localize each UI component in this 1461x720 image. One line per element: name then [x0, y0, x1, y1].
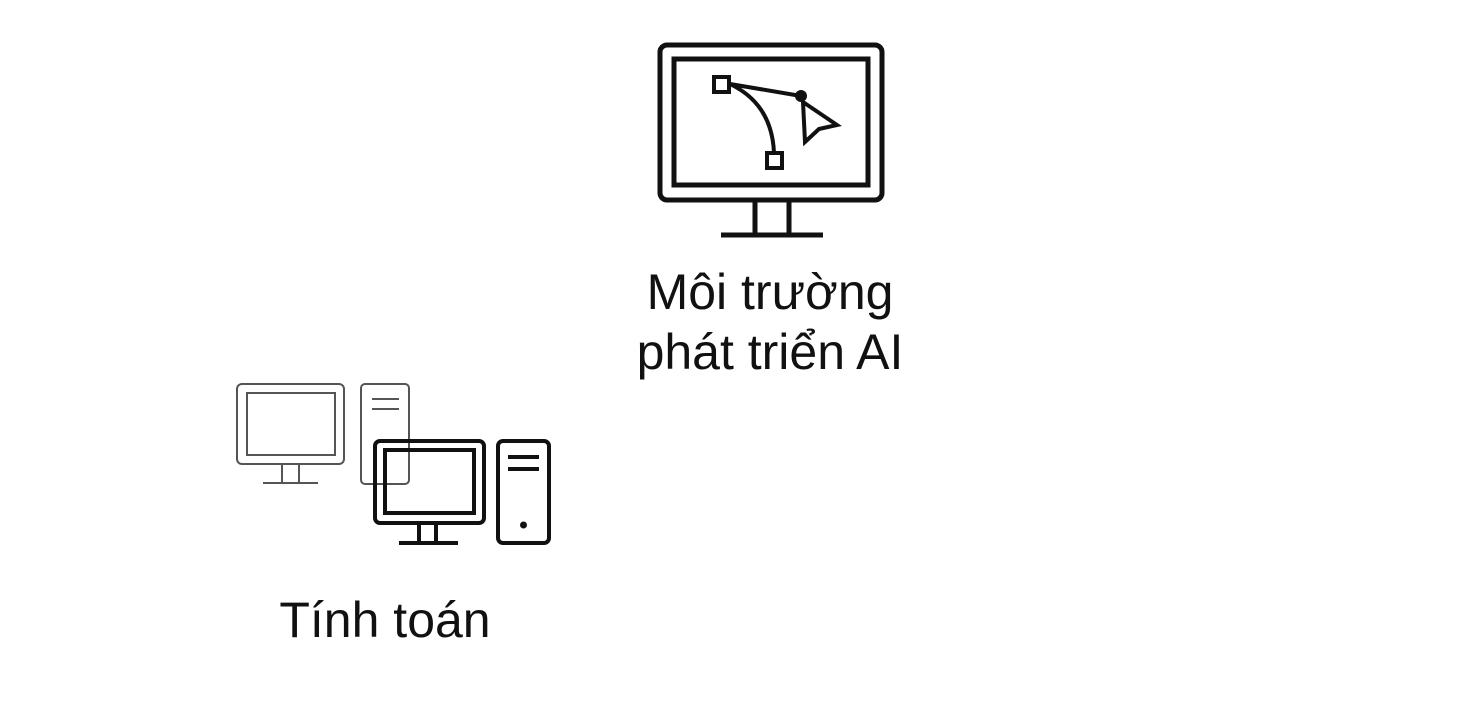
ai-environment-label-line1: Môi trường: [646, 264, 894, 320]
desktop-computers-icon: [228, 376, 560, 552]
computing-label: Tính toán: [279, 592, 491, 648]
monitor-bezier-pen-icon: [650, 38, 895, 243]
ai-environment-label: Môi trường phát triển AI: [560, 262, 980, 382]
ai-environment-label-line2: phát triển AI: [636, 324, 904, 380]
